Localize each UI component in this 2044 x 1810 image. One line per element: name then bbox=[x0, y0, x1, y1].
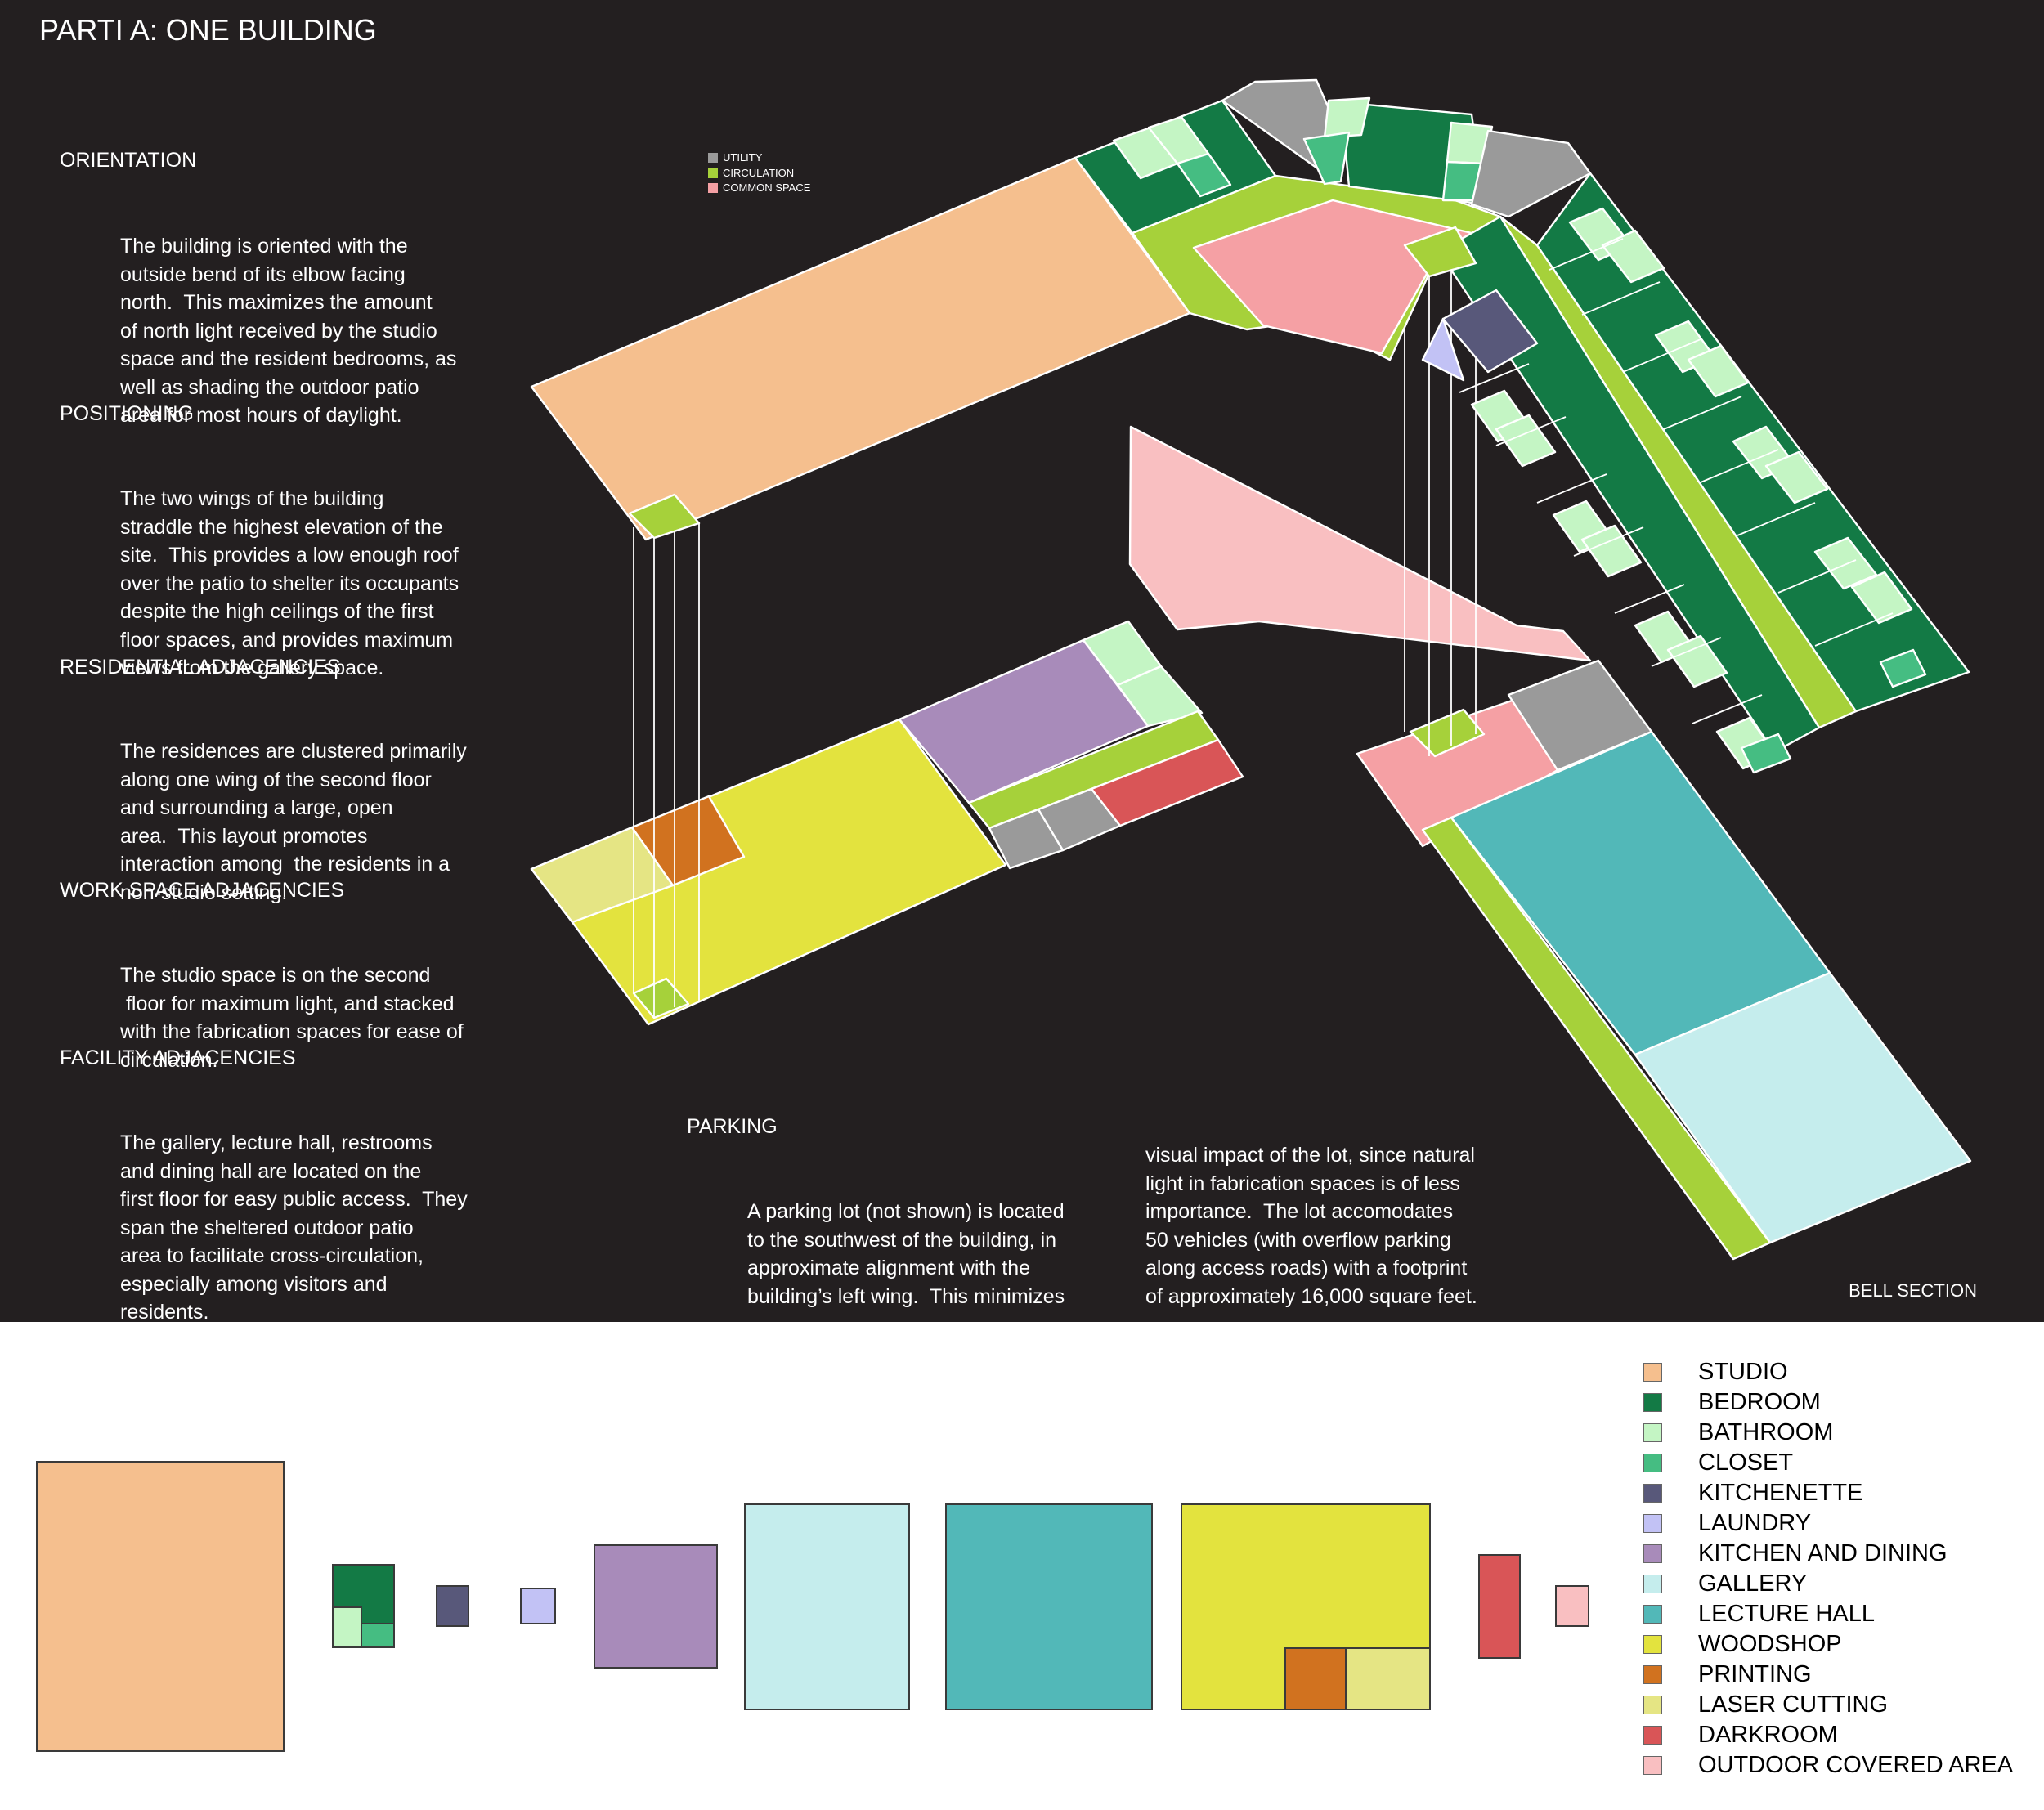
closet-b1 bbox=[1302, 131, 1351, 186]
bathroom-first-b bbox=[1116, 665, 1204, 728]
circulation-first-right bbox=[1421, 816, 1772, 1261]
legend-item: KITCHEN AND DINING bbox=[1643, 1539, 2013, 1569]
bathroom-l6 bbox=[1666, 634, 1728, 688]
swatch bbox=[1643, 1454, 1662, 1472]
swatch bbox=[708, 153, 718, 164]
swatch bbox=[1643, 1363, 1662, 1382]
bedroom-wing-inner bbox=[1437, 215, 1821, 754]
block-printing bbox=[1284, 1647, 1347, 1710]
block-bathroom bbox=[332, 1606, 362, 1648]
block-outdoor-covered bbox=[1555, 1585, 1589, 1627]
floor-key-item: UTILITY bbox=[708, 150, 810, 166]
swatch bbox=[708, 168, 718, 178]
legend-item: LAUNDRY bbox=[1643, 1508, 2013, 1539]
block-gallery bbox=[744, 1503, 910, 1710]
first-floor bbox=[530, 425, 1972, 1261]
studio bbox=[530, 156, 1191, 541]
section-text: The studio space is on the second floor … bbox=[120, 964, 464, 1072]
closet-l1 bbox=[1740, 733, 1792, 774]
legend-item: LASER CUTTING bbox=[1643, 1690, 2013, 1720]
printing bbox=[630, 795, 746, 887]
darkroom bbox=[1090, 738, 1244, 827]
bathroom-l4 bbox=[1580, 524, 1643, 578]
block-closet bbox=[361, 1623, 395, 1648]
floor-key: UTILITY CIRCULATION COMMON SPACE bbox=[708, 150, 810, 196]
outdoor-covered-area bbox=[1128, 425, 1592, 662]
swatch bbox=[1643, 1756, 1662, 1775]
kitchenette bbox=[1441, 289, 1539, 374]
legend-item: OUTDOOR COVERED AREA bbox=[1643, 1750, 2013, 1781]
legend-item: LECTURE HALL bbox=[1643, 1599, 2013, 1629]
swatch bbox=[1643, 1514, 1662, 1533]
bathroom-r6 bbox=[1764, 450, 1829, 504]
legend-item: CLOSET bbox=[1643, 1448, 2013, 1478]
swatch bbox=[1643, 1423, 1662, 1442]
legend-item: GALLERY bbox=[1643, 1569, 2013, 1599]
closet-a1 bbox=[1176, 152, 1232, 198]
stair-upper-left bbox=[628, 493, 701, 540]
block-kitchenette bbox=[436, 1585, 469, 1627]
bathroom-r4 bbox=[1687, 344, 1750, 398]
swatch bbox=[1643, 1544, 1662, 1563]
swatch bbox=[1643, 1665, 1662, 1684]
block-laundry bbox=[520, 1588, 556, 1624]
section-heading: PARKING bbox=[687, 1115, 778, 1138]
closet-r1 bbox=[1879, 648, 1927, 688]
block-studio bbox=[36, 1461, 285, 1752]
legend-item: STUDIO bbox=[1643, 1357, 2013, 1387]
swatch bbox=[1643, 1484, 1662, 1503]
swatch bbox=[1643, 1575, 1662, 1593]
block-lecture-hall bbox=[945, 1503, 1153, 1710]
floor-key-item: CIRCULATION bbox=[708, 166, 810, 181]
section-heading: POSITIONING bbox=[60, 402, 194, 425]
legend-item: BEDROOM bbox=[1643, 1387, 2013, 1418]
stair-upper-right bbox=[1403, 226, 1477, 278]
swatch bbox=[1643, 1726, 1662, 1745]
swatch bbox=[1643, 1696, 1662, 1714]
gallery bbox=[1634, 971, 1972, 1244]
axonometric-plan bbox=[530, 78, 1972, 1261]
credit-label: BELL SECTION bbox=[1849, 1280, 1977, 1301]
bathroom-l2 bbox=[1495, 414, 1557, 468]
block-darkroom bbox=[1478, 1554, 1521, 1659]
legend-item: BATHROOM bbox=[1643, 1418, 2013, 1448]
laundry bbox=[1421, 317, 1465, 382]
swatch bbox=[1643, 1635, 1662, 1654]
utility-second-b bbox=[1470, 129, 1592, 218]
swatch bbox=[1643, 1393, 1662, 1412]
legend-item: WOODSHOP bbox=[1643, 1629, 2013, 1660]
legend-item: DARKROOM bbox=[1643, 1720, 2013, 1750]
block-laser-cutting bbox=[1345, 1647, 1431, 1710]
bathroom-r7 bbox=[1813, 536, 1878, 590]
section-heading: RESIDENTIAL ADJACENCIES bbox=[60, 656, 341, 679]
section-heading: ORIENTATION bbox=[60, 149, 197, 172]
section-heading: FACILITY ADJACENCIES bbox=[60, 1046, 296, 1069]
bathroom-r2 bbox=[1601, 229, 1665, 284]
legend-item: PRINTING bbox=[1643, 1660, 2013, 1690]
second-floor bbox=[530, 78, 1970, 774]
swatch bbox=[1643, 1605, 1662, 1624]
bathroom-b1 bbox=[1323, 96, 1371, 139]
block-kitchen-dining bbox=[594, 1544, 718, 1669]
page-title: PARTI A: ONE BUILDING bbox=[39, 13, 377, 47]
swatch bbox=[708, 183, 718, 194]
legend-item: KITCHENETTE bbox=[1643, 1478, 2013, 1508]
section-heading: WORK SPACE ADJACENCIES bbox=[60, 879, 345, 902]
bathroom-r8 bbox=[1850, 571, 1913, 625]
floor-key-item: COMMON SPACE bbox=[708, 181, 810, 196]
program-legend: STUDIO BEDROOM BATHROOM CLOSET KITCHENET… bbox=[1643, 1357, 2013, 1781]
